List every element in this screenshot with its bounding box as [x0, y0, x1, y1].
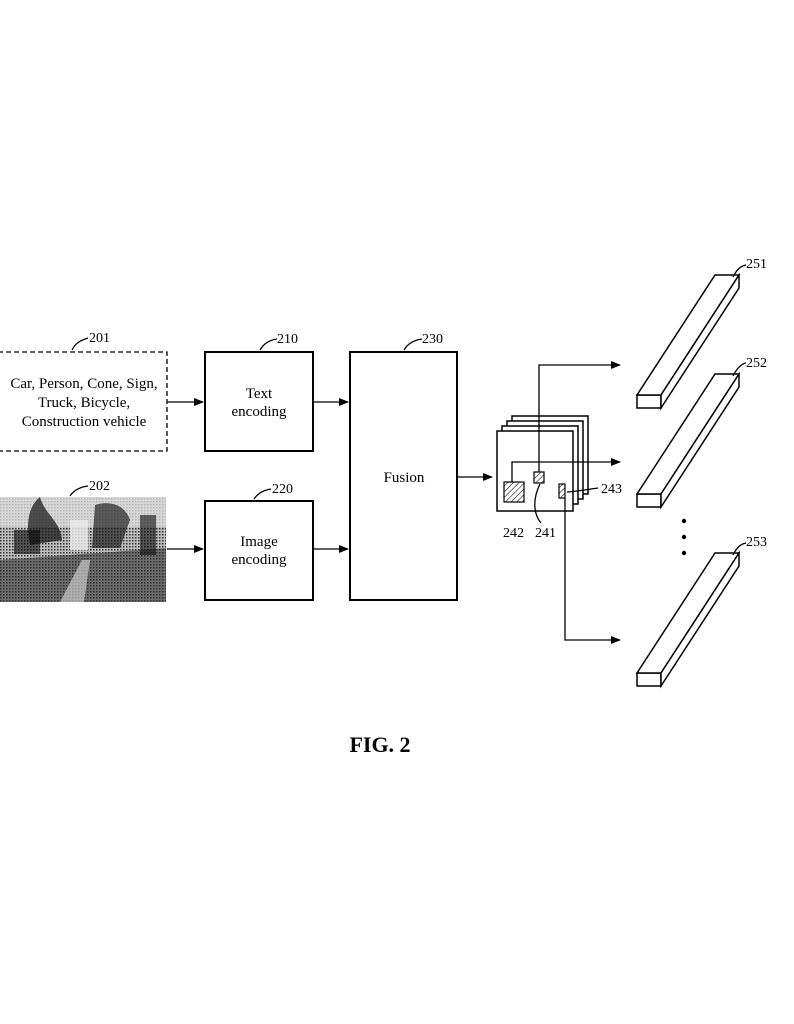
ref-label-252: 252 — [746, 356, 767, 371]
text-encoding-line-2: encoding — [232, 404, 287, 420]
ref-201: 201 — [71, 331, 110, 351]
arrow-to-output-252 — [511, 458, 621, 482]
output-embedding-251 — [635, 272, 741, 411]
input-text-line-3: Construction vehicle — [22, 414, 147, 430]
fusion-label: Fusion — [384, 470, 425, 486]
ref-252: 252 — [732, 356, 767, 377]
ref-253: 253 — [732, 535, 767, 556]
connector-arrows — [167, 398, 493, 553]
input-text-line-2: Truck, Bicycle, — [38, 395, 130, 411]
ref-label-242: 242 — [503, 526, 524, 541]
ref-230: 230 — [403, 332, 443, 351]
input-text-line-1: Car, Person, Cone, Sign, — [10, 376, 157, 392]
feature-region-243 — [558, 483, 566, 499]
ref-label-202: 202 — [89, 479, 110, 494]
fusion-block: Fusion — [349, 351, 458, 601]
ref-241: 241 — [534, 483, 556, 541]
arrow-to-output-253 — [564, 498, 621, 644]
ref-251: 251 — [732, 257, 767, 278]
image-encoding-block: Image encoding — [204, 500, 314, 601]
ref-label-201: 201 — [89, 331, 110, 346]
ref-label-253: 253 — [746, 535, 767, 550]
ref-label-251: 251 — [746, 257, 767, 272]
ref-210: 210 — [259, 332, 298, 351]
input-text-box: Car, Person, Cone, Sign, Truck, Bicycle,… — [0, 351, 168, 452]
output-embedding-252 — [635, 371, 741, 510]
feature-to-output-arrows — [511, 361, 621, 644]
ref-label-243: 243 — [601, 482, 622, 497]
image-encoding-line-2: encoding — [232, 552, 287, 568]
ref-220: 220 — [253, 482, 293, 500]
ref-202: 202 — [69, 479, 110, 497]
ref-label-241: 241 — [535, 526, 556, 541]
input-image — [0, 497, 166, 602]
feature-region-241 — [533, 471, 545, 484]
output-ellipsis — [681, 518, 687, 556]
ref-243: 243 — [566, 482, 622, 497]
ref-label-220: 220 — [272, 482, 293, 497]
text-encoding-line-1: Text — [246, 386, 273, 402]
feature-region-242 — [503, 481, 525, 503]
figure-caption: FIG. 2 — [349, 732, 410, 757]
arrow-to-output-251 — [538, 361, 621, 472]
ref-242: 242 — [503, 526, 524, 541]
feature-map-stack — [496, 415, 589, 512]
ref-label-210: 210 — [277, 332, 298, 347]
image-encoding-line-1: Image — [240, 534, 278, 550]
ref-label-230: 230 — [422, 332, 443, 347]
text-encoding-block: Text encoding — [204, 351, 314, 452]
output-embedding-253 — [635, 550, 741, 689]
